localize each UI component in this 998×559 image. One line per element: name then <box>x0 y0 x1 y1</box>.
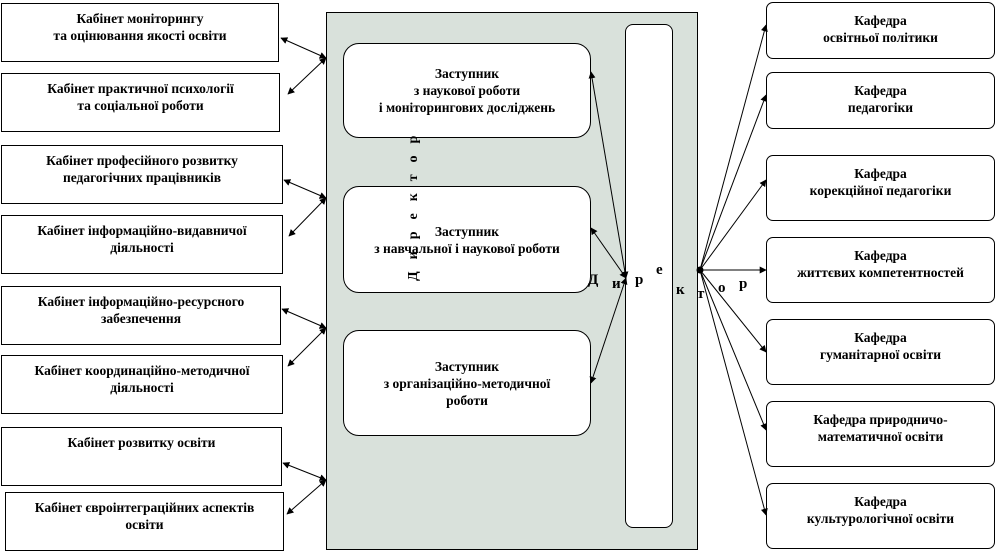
director-letter-4: е <box>656 262 663 278</box>
office-box-3: Кабінет професійного розвитку педагогічн… <box>1 145 283 212</box>
office-label-5: Кабінет інформаційно-ресурсного забезпеч… <box>37 294 245 326</box>
director-box <box>625 24 673 528</box>
arrow-office-3 <box>283 179 327 199</box>
director-rotated-label: Директор <box>406 124 422 281</box>
deputy-label-organization: Заступник з організаційно-методичної роб… <box>383 358 551 408</box>
deputy-label-research: Заступник з наукової роботи і моніторинг… <box>378 66 556 115</box>
director-letter-2: и <box>612 276 621 292</box>
office-label-7: Кабінет розвитку освіти <box>67 435 216 450</box>
office-box-4: Кабінет інформаційно-видавничої діяльнос… <box>1 215 283 282</box>
deputy-box-research: Заступник з наукової роботи і моніторинг… <box>343 43 591 138</box>
arrow-department-5 <box>699 269 767 353</box>
office-box-8: Кабінет євроінтеграційних аспектів освіт… <box>5 492 284 559</box>
arrow-department-7 <box>699 269 768 516</box>
arrow-department-1 <box>699 24 768 271</box>
arrow-department-6 <box>699 269 767 431</box>
arrow-office-2 <box>287 57 327 95</box>
office-box-2: Кабінет практичної психології та соціаль… <box>1 73 280 140</box>
office-label-3: Кабінет професійного розвитку педагогічн… <box>46 153 238 185</box>
deputy-box-organization: Заступник з організаційно-методичної роб… <box>343 330 591 436</box>
department-label-6: Кафедра природничо- математичної освіти <box>813 412 948 444</box>
department-box-3: Кафедра корекційної педагогіки <box>766 155 995 221</box>
department-box-5: Кафедра гуманітарної освіти <box>766 319 995 385</box>
office-box-7: Кабінет розвитку освіти <box>1 427 282 494</box>
department-box-6: Кафедра природничо- математичної освіти <box>766 401 995 467</box>
department-label-4: Кафедра життєвих компетентностей <box>797 248 964 280</box>
director-letter-3: р <box>635 272 644 288</box>
arrow-department-3 <box>699 179 767 271</box>
director-letter-7: о <box>718 280 726 296</box>
arrow-office-1 <box>280 37 327 59</box>
arrow-office-4 <box>288 197 327 237</box>
deputy-box-teaching: Заступник з навчальної і наукової роботи <box>343 186 591 293</box>
director-letter-6: т <box>697 286 705 302</box>
office-label-6: Кабінет координаційно-методичної діяльно… <box>34 363 250 395</box>
office-box-5: Кабінет інформаційно-ресурсного забезпеч… <box>1 286 281 353</box>
department-label-2: Кафедра педагогіки <box>847 83 914 115</box>
director-letter-8: р <box>739 276 748 292</box>
department-label-3: Кафедра корекційної педагогіки <box>809 166 952 198</box>
arrow-office-7 <box>282 462 327 481</box>
office-label-2: Кабінет практичної психології та соціаль… <box>47 81 234 113</box>
department-box-4: Кафедра життєвих компетентностей <box>766 237 995 303</box>
arrow-office-8 <box>286 479 327 515</box>
office-box-6: Кабінет координаційно-методичної діяльно… <box>1 355 283 422</box>
director-letter-5: к <box>676 282 685 298</box>
arrow-office-5 <box>281 308 327 329</box>
department-label-1: Кафедра освітньої політики <box>823 13 938 45</box>
department-label-5: Кафедра гуманітарної освіти <box>820 330 941 362</box>
director-letter-1: Д <box>588 272 599 288</box>
office-label-4: Кабінет інформаційно-видавничої діяльнос… <box>37 223 247 255</box>
department-box-7: Кафедра культурологічної освіти <box>766 483 995 549</box>
office-label-8: Кабінет євроінтеграційних аспектів освіт… <box>34 500 255 532</box>
department-box-2: Кафедра педагогіки <box>766 72 995 129</box>
arrow-department-2 <box>699 94 768 271</box>
department-box-1: Кафедра освітньої політики <box>766 2 995 59</box>
office-box-1: Кабінет моніторингу та оцінювання якості… <box>1 3 279 70</box>
director-rotated-text: Директор <box>406 123 421 281</box>
office-label-1: Кабінет моніторингу та оцінювання якості… <box>53 11 227 43</box>
deputy-label-teaching: Заступник з навчальної і наукової роботи <box>374 223 560 256</box>
arrow-office-6 <box>287 327 327 367</box>
department-label-7: Кафедра культурологічної освіти <box>806 494 955 526</box>
